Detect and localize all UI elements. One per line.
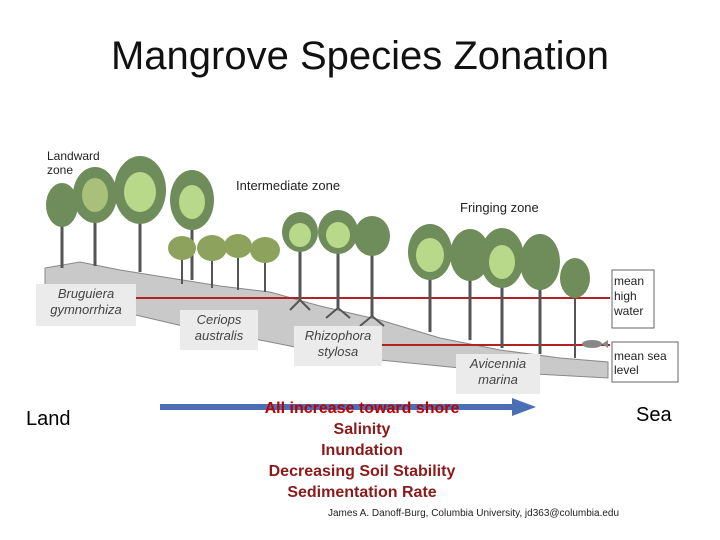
shore-soil — [44, 261, 609, 379]
zone-label-fringing: Fringing zone — [460, 200, 539, 215]
sea-label: Sea — [636, 404, 672, 426]
credit-line: James A. Danoff-Burg, Columbia Universit… — [328, 508, 620, 519]
sea-level-label-box — [611, 341, 679, 383]
tree-fringing-4 — [520, 234, 560, 354]
zone-label-intermediate: Intermediate zone — [236, 178, 340, 193]
tree-rhizophora-2 — [318, 210, 358, 319]
tree-intermediate-4 — [250, 237, 280, 292]
tree-fringing-3 — [480, 228, 524, 348]
factor-sedimentation: Sedimentation Rate — [287, 484, 437, 501]
tree-landward-3 — [114, 156, 166, 272]
tree-intermediate-3 — [224, 234, 252, 290]
species-label-ceriops: Ceriops australis — [180, 310, 258, 350]
tree-fringing-5 — [560, 258, 590, 358]
tree-landward-1 — [46, 183, 78, 268]
tree-fringing-1 — [408, 224, 452, 332]
factor-inundation: Inundation — [321, 442, 403, 459]
tree-landward-2 — [73, 167, 117, 266]
factor-salinity: Salinity — [333, 421, 391, 438]
page-title: Mangrove Species Zonation — [110, 34, 610, 78]
species-label-avicennia: Avicennia marina — [456, 354, 540, 394]
tree-rhizophora-1 — [282, 212, 318, 311]
tree-rhizophora-3 — [354, 216, 390, 327]
species-label-rhizophora: Rhizophora stylosa — [294, 326, 382, 366]
factor-soil-stability: Decreasing Soil Stability — [268, 463, 456, 480]
tree-fringing-2 — [450, 229, 490, 340]
gradient-arrow — [160, 398, 536, 416]
tree-landward-4 — [170, 170, 214, 280]
tree-intermediate-1 — [168, 236, 196, 284]
fish-icon — [582, 340, 608, 348]
tree-intermediate-2 — [197, 235, 227, 288]
high-water-label-box — [611, 269, 655, 329]
species-label-bruguiera: Bruguiera gymnorrhiza — [36, 284, 136, 326]
gradient-heading: All increase toward shore — [264, 400, 460, 417]
gradient-factors: All increase toward shore Salinity Inund… — [232, 398, 492, 503]
land-label: Land — [26, 408, 71, 430]
